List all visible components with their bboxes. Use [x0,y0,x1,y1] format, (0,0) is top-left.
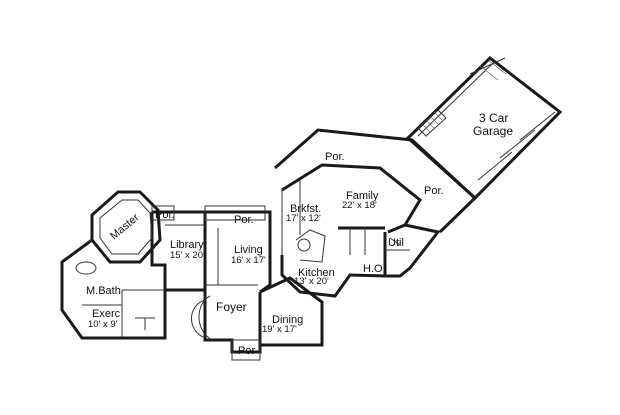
room-kitchen-dims: 13' x 20' [294,276,329,287]
room-dining-name: Dining [272,314,303,326]
room-living-name: Living [234,244,263,256]
room-util-name: Util [388,237,404,249]
room-library-name: Library [170,239,204,251]
room-dining-dims: 19' x 17' [262,324,297,335]
porch-library-label: Por. [155,209,175,221]
room-family-name: Family [346,190,379,202]
room-exerc-name: Exerc [92,308,121,320]
room-kitchen-name: Kitchen [298,267,335,279]
house-walls [60,128,478,361]
room-brkfst-name: Brkfst. [290,203,321,215]
room-ho-name: H.O. [363,263,386,275]
porch-right-label: Por. [424,185,444,197]
room-garage-name2: Garage [473,124,513,138]
room-foyer-name: Foyer [216,300,247,314]
room-master-name: Master [108,211,142,242]
room-brkfst-dims: 17' x 12' [286,213,321,224]
room-garage-name: 3 Car [479,111,508,125]
room-exerc-dims: 10' x 9' [88,319,118,330]
room-mbath-name: M.Bath [86,285,121,297]
porch-entry-label: Por [238,345,255,357]
porch-top-label: Por. [325,151,345,163]
room-living-dims: 16' x 17' [231,255,266,266]
room-family-dims: 22' x 18' [342,200,377,211]
room-library-dims: 15' x 20' [170,250,205,261]
porch-living-label: Por. [234,214,254,226]
